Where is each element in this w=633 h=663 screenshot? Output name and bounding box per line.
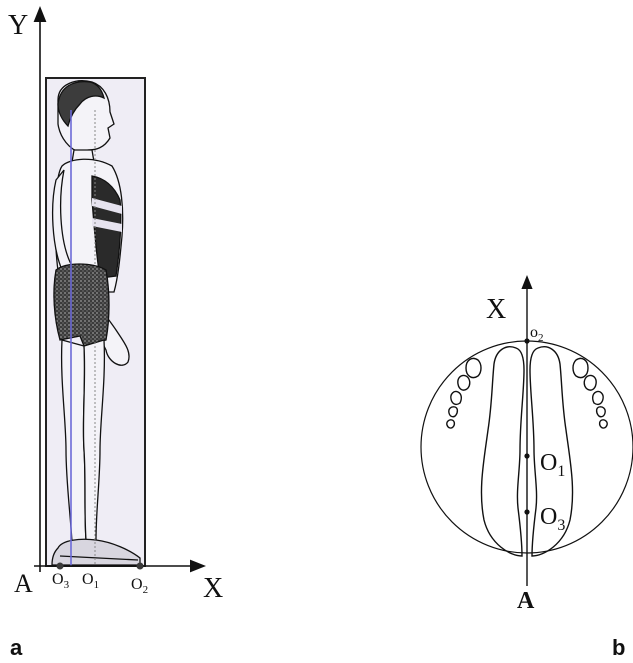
point-o2-b-marker [524, 338, 530, 344]
panel-b: X o2 O1 O3 A b [420, 275, 633, 660]
axis-label-y: Y [8, 10, 28, 41]
point-label-o2-b: o2 [530, 324, 544, 344]
origin-label-a: A [14, 569, 33, 598]
axis-label-x-b: X [486, 294, 506, 325]
point-o2-marker [136, 562, 144, 570]
origin-label-a-b: A [517, 588, 535, 614]
point-o3-b-marker [524, 509, 530, 515]
left-footprint [446, 346, 525, 557]
panel-label-b: b [612, 635, 625, 660]
right-footprint [529, 346, 608, 557]
axis-label-x: X [203, 573, 223, 604]
panel-label-a: a [10, 635, 23, 660]
standing-human-figure [51, 80, 141, 566]
panel-a: Y X A O3 O1 O2 a [8, 6, 223, 660]
point-label-o3: O3 [52, 571, 70, 591]
point-label-o2: O2 [131, 576, 148, 596]
point-label-o1-b: O1 [540, 450, 565, 480]
point-label-o1: O1 [82, 571, 99, 591]
point-label-o3-b: O3 [540, 504, 565, 534]
point-o3-marker [56, 562, 64, 570]
point-o1-b-marker [524, 453, 530, 459]
